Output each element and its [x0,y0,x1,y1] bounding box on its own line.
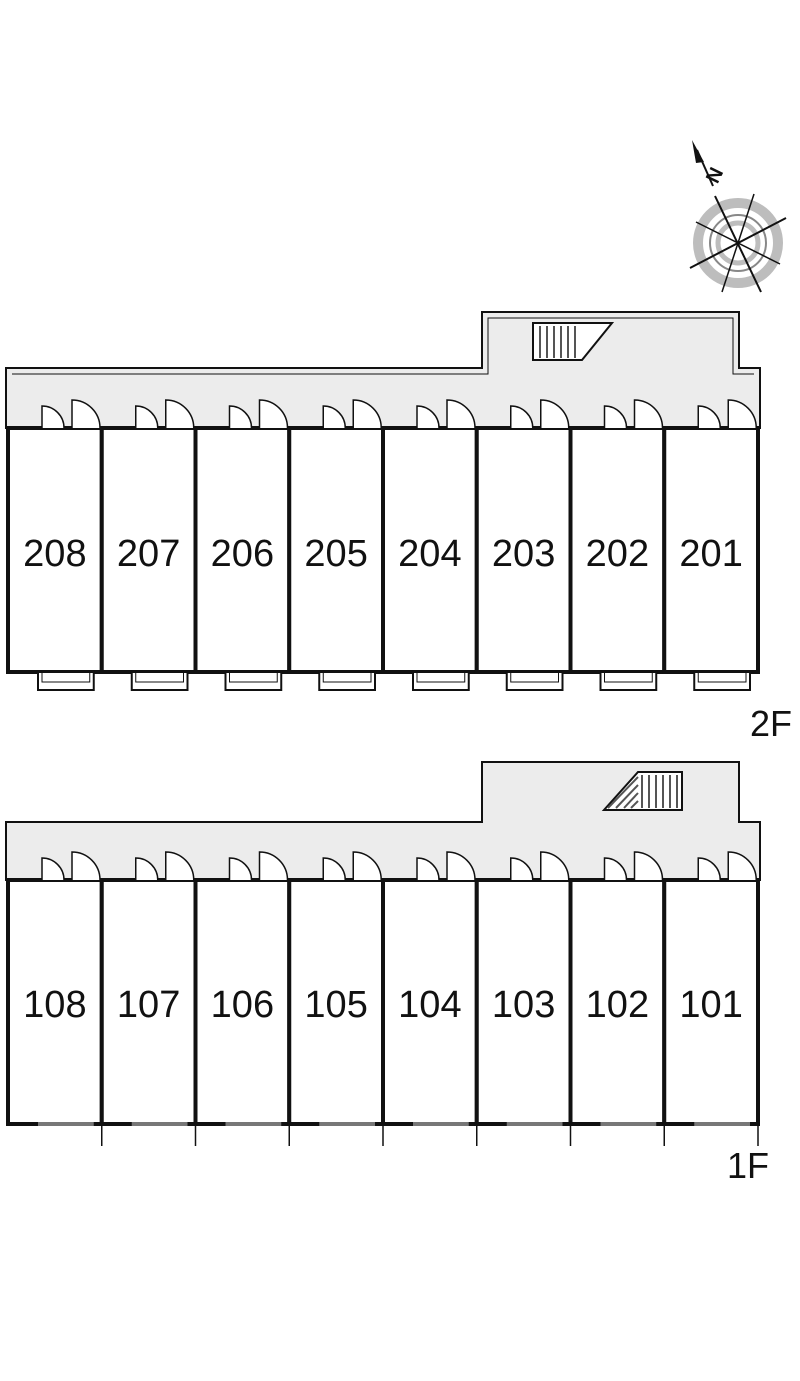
unit-number: 203 [492,533,555,575]
balcony [130,671,189,691]
stairs-1f [601,771,683,811]
unit-207[interactable]: 207 [99,399,198,691]
door-icon [416,851,476,881]
door-icon [603,851,664,881]
unit-103[interactable]: 103 [474,851,573,1146]
balcony [224,671,283,691]
unit-number: 101 [679,984,742,1026]
unit-number: 204 [398,533,461,575]
stairs-2f [532,322,615,361]
floor-2f: 208 207 206 205 204 203 202 201 2F [5,311,792,744]
balcony [693,671,751,691]
door-icon [228,851,289,881]
door-icon [135,851,195,881]
floor-label-2f: 2F [750,703,792,744]
unit-number: 207 [117,533,180,575]
door-icon [322,399,382,429]
balcony [599,671,658,691]
door-icon [135,399,195,429]
unit-number: 105 [304,984,367,1026]
unit-208[interactable]: 208 [6,399,104,691]
north-label: N [702,164,728,187]
unit-101[interactable]: 101 [662,851,760,1146]
unit-number: 205 [304,533,367,575]
unit-205[interactable]: 205 [287,399,385,691]
unit-number: 103 [492,984,555,1026]
door-icon [416,399,476,429]
unit-number: 102 [586,984,649,1026]
unit-number: 201 [679,533,742,575]
balcony [412,671,470,691]
unit-108[interactable]: 108 [6,851,104,1146]
door-icon [510,851,570,881]
unit-203[interactable]: 203 [474,399,573,691]
door-icon [697,851,757,881]
unit-106[interactable]: 106 [193,851,292,1146]
floor-1f: 108 107 106 105 104 103 102 101 1F [5,761,769,1186]
unit-number: 108 [23,984,86,1026]
unit-107[interactable]: 107 [99,851,198,1146]
unit-number: 104 [398,984,461,1026]
door-icon [322,851,382,881]
door-icon [697,399,757,429]
balcony [318,671,376,691]
door-icon [228,399,289,429]
unit-102[interactable]: 102 [568,851,667,1146]
unit-206[interactable]: 206 [193,399,292,691]
unit-204[interactable]: 204 [381,399,479,691]
door-icon [603,399,664,429]
balcony [37,671,95,691]
unit-number: 107 [117,984,180,1026]
balcony [505,671,564,691]
door-icon [510,399,570,429]
door-icon [41,851,101,881]
unit-105[interactable]: 105 [287,851,385,1146]
unit-number: 106 [211,984,274,1026]
compass-icon: N [689,140,787,293]
door-icon [41,399,101,429]
unit-number: 202 [586,533,649,575]
unit-202[interactable]: 202 [568,399,667,691]
unit-number: 208 [23,533,86,575]
unit-104[interactable]: 104 [381,851,479,1146]
unit-201[interactable]: 201 [662,399,760,691]
floor-label-1f: 1F [727,1145,769,1186]
unit-number: 206 [211,533,274,575]
